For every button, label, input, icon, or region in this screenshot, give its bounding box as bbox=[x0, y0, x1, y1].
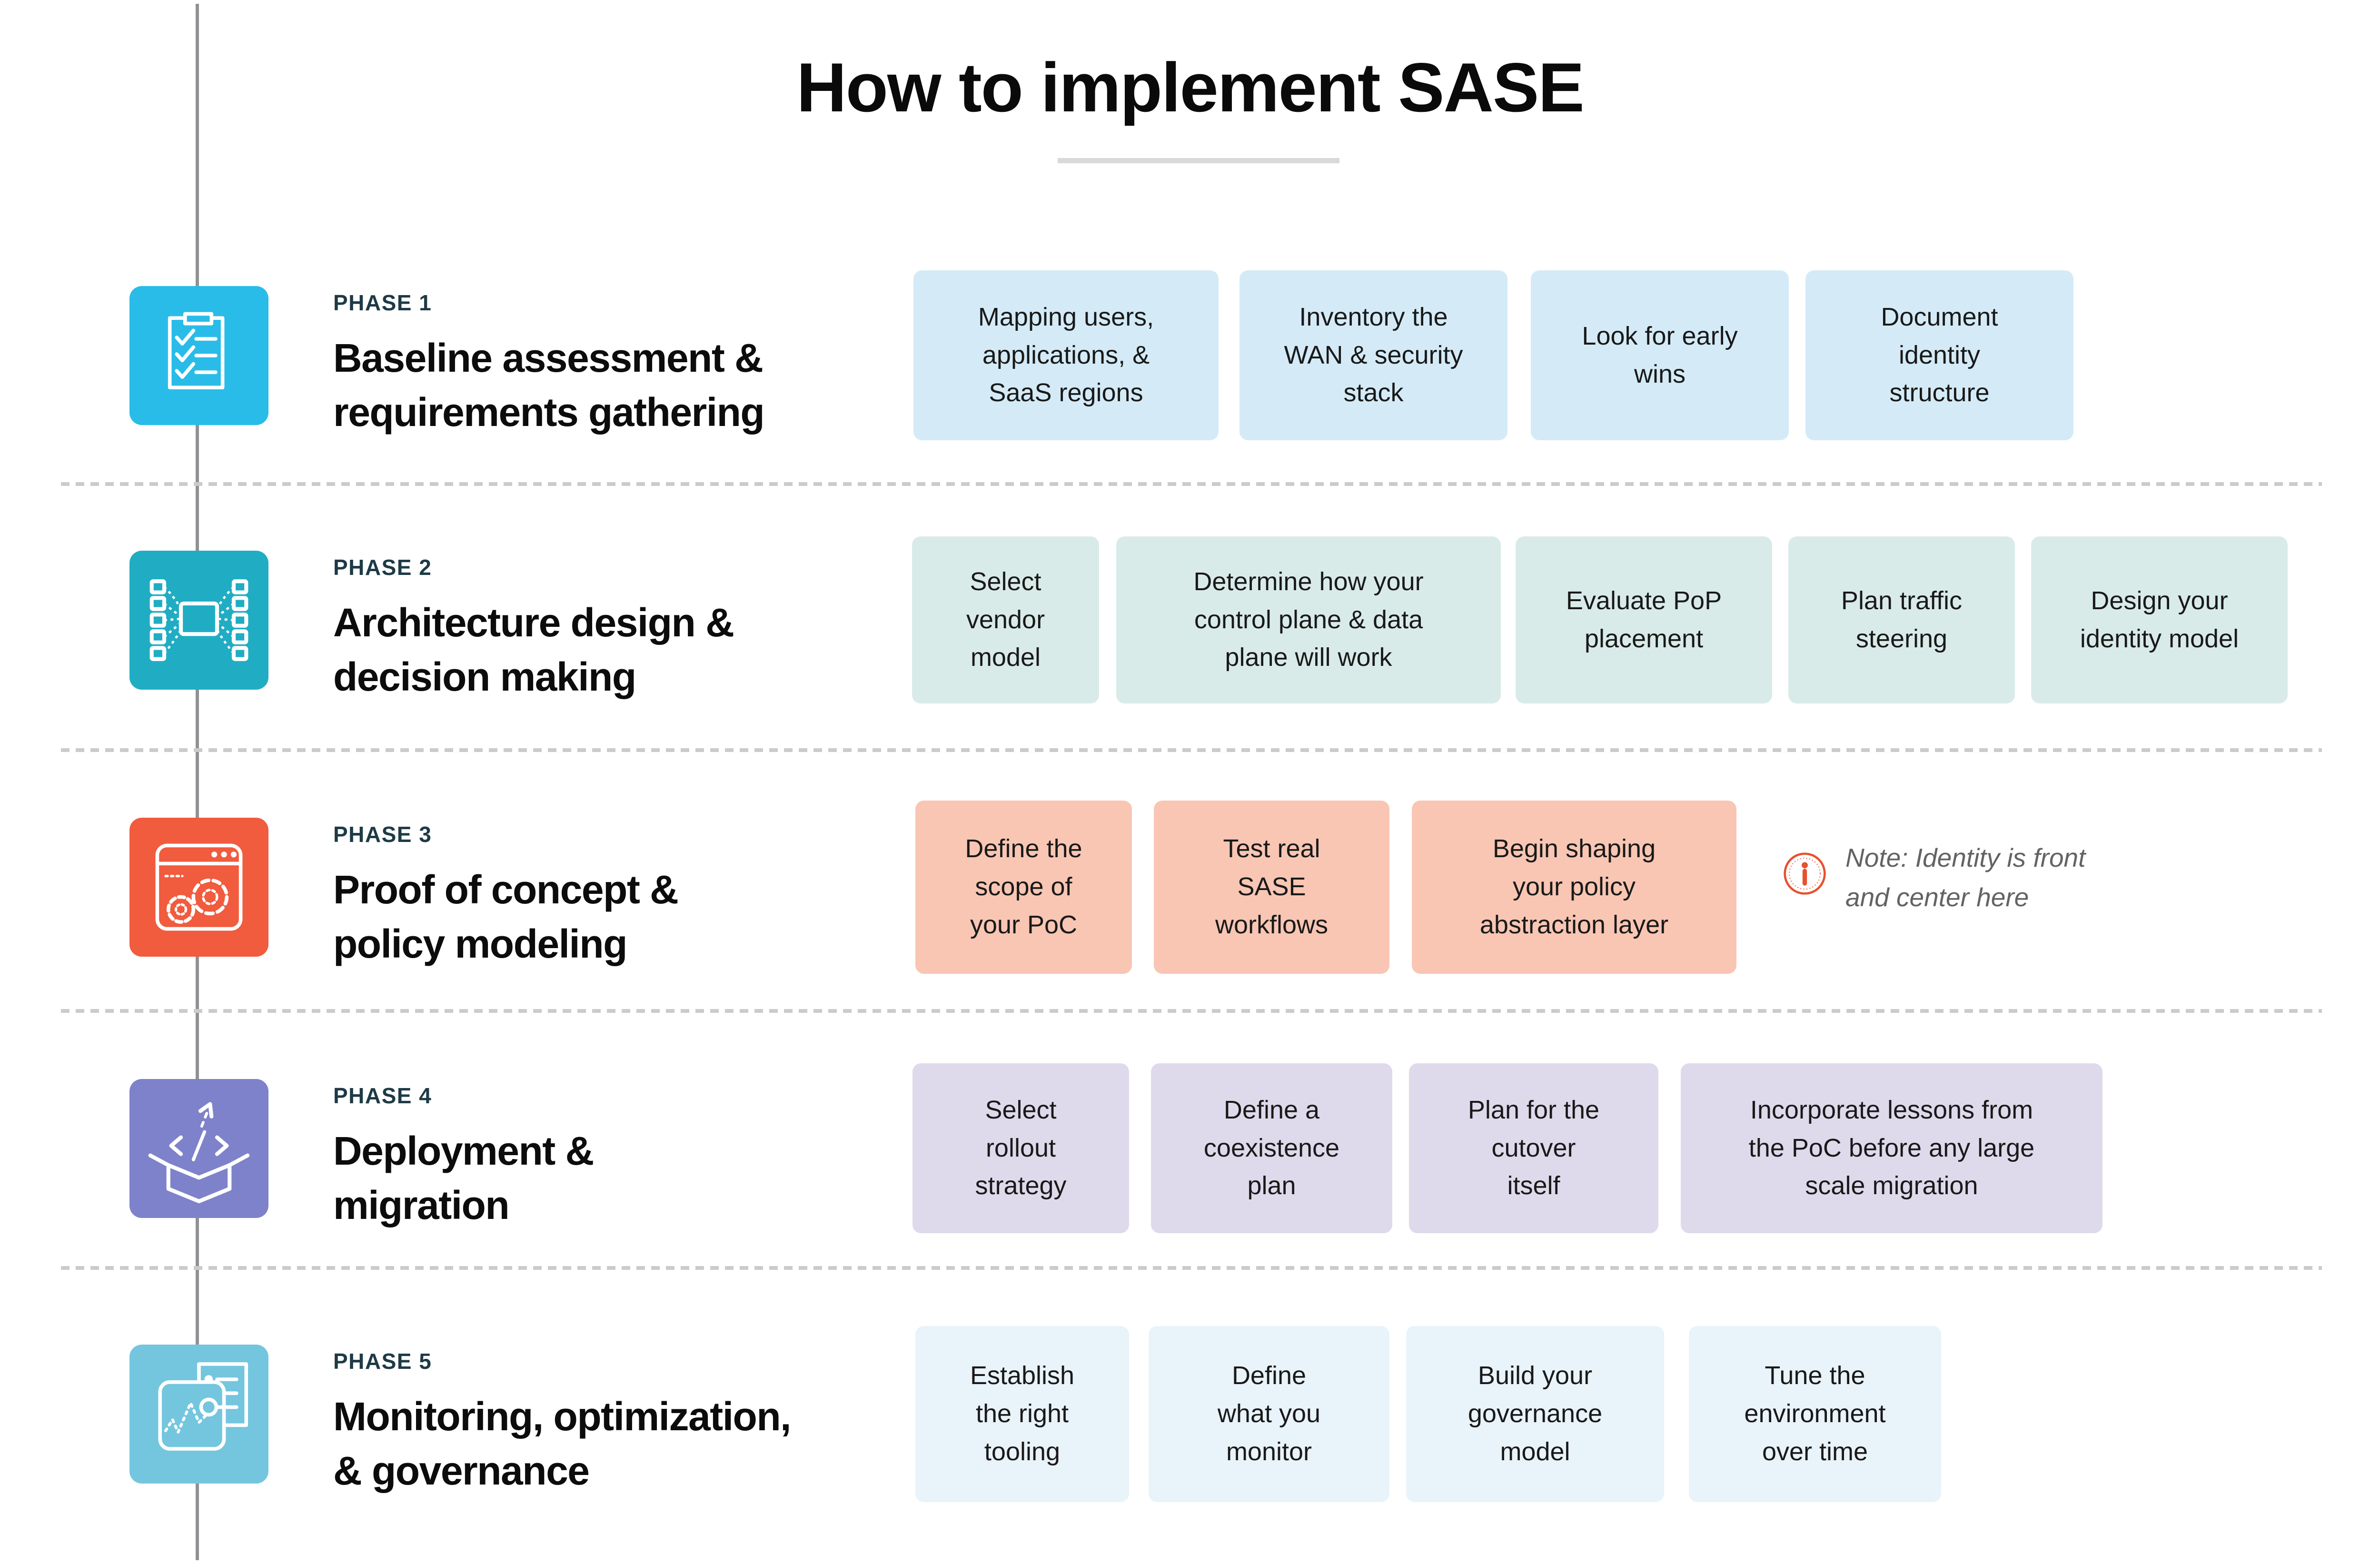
info-icon bbox=[1783, 851, 1827, 896]
task-card: Define the scope of your PoC bbox=[915, 801, 1132, 974]
phase-title: Proof of concept & policy modeling bbox=[333, 867, 679, 967]
monitoring-icon bbox=[129, 1345, 268, 1484]
phase-label: PHASE 5 bbox=[333, 1349, 432, 1374]
poc-gears-icon bbox=[129, 818, 268, 957]
task-card: Define what you monitor bbox=[1149, 1326, 1389, 1502]
phase-title: Architecture design & decision making bbox=[333, 600, 734, 700]
row-separator bbox=[61, 1009, 2322, 1013]
phase-label: PHASE 2 bbox=[333, 555, 432, 580]
task-card: Test real SASE workflows bbox=[1154, 801, 1389, 974]
task-card: Inventory the WAN & security stack bbox=[1240, 270, 1507, 440]
phase-label: PHASE 4 bbox=[333, 1083, 432, 1108]
task-card: Build your governance model bbox=[1406, 1326, 1664, 1502]
task-card: Define a coexistence plan bbox=[1151, 1063, 1392, 1233]
task-card: Mapping users, applications, & SaaS regi… bbox=[913, 270, 1219, 440]
row-separator bbox=[61, 1266, 2322, 1270]
task-card: Design your identity model bbox=[2031, 536, 2288, 703]
checklist-icon bbox=[129, 286, 268, 425]
row-separator bbox=[61, 748, 2322, 752]
task-card: Determine how your control plane & data … bbox=[1116, 536, 1501, 703]
timeline-line bbox=[196, 4, 199, 1560]
phase-title: Baseline assessment & requirements gathe… bbox=[333, 336, 765, 435]
note-text: Note: Identity is front and center here bbox=[1845, 843, 2086, 912]
task-card: Establish the right tooling bbox=[915, 1326, 1129, 1502]
title-underline bbox=[1058, 158, 1339, 163]
task-card: Tune the environment over time bbox=[1689, 1326, 1941, 1502]
deployment-box-icon bbox=[129, 1079, 268, 1218]
phase-title: Deployment & migration bbox=[333, 1128, 594, 1228]
phase-title: Monitoring, optimization, & governance bbox=[333, 1394, 791, 1494]
task-card: Evaluate PoP placement bbox=[1516, 536, 1772, 703]
task-card: Select vendor model bbox=[912, 536, 1099, 703]
task-card: Begin shaping your policy abstraction la… bbox=[1412, 801, 1736, 974]
architecture-icon bbox=[129, 551, 268, 690]
phase-label: PHASE 1 bbox=[333, 290, 432, 315]
task-card: Plan for the cutover itself bbox=[1409, 1063, 1658, 1233]
page-title: How to implement SASE bbox=[796, 49, 1584, 126]
task-card: Look for early wins bbox=[1531, 270, 1789, 440]
phase-label: PHASE 3 bbox=[333, 822, 432, 847]
task-card: Incorporate lessons from the PoC before … bbox=[1681, 1063, 2102, 1233]
task-card: Select rollout strategy bbox=[912, 1063, 1129, 1233]
row-separator bbox=[61, 482, 2322, 486]
task-card: Document identity structure bbox=[1805, 270, 2073, 440]
task-card: Plan traffic steering bbox=[1788, 536, 2015, 703]
